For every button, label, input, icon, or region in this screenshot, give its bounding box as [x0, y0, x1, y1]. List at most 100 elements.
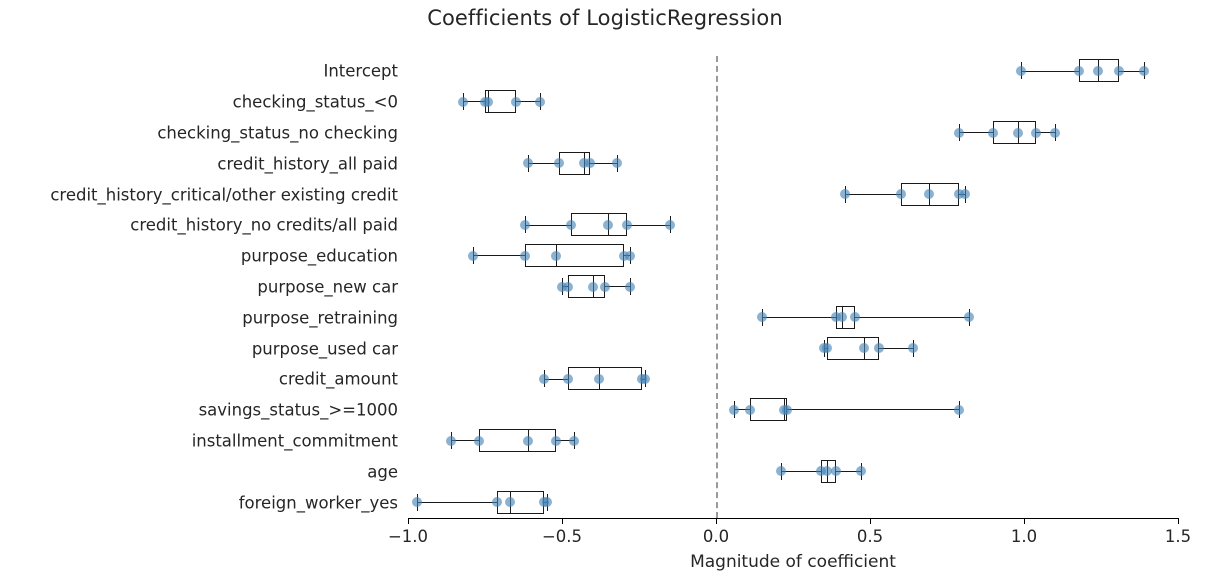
data-point: [1139, 65, 1150, 76]
whisker-low: [845, 193, 901, 195]
data-point: [855, 466, 866, 477]
x-tick-label: 0.0: [702, 527, 730, 546]
boxplot-row: [0, 303, 1210, 333]
data-point: [744, 404, 755, 415]
y-tick-label: credit_history_no credits/all paid: [130, 215, 398, 235]
y-tick-label: credit_amount: [278, 369, 398, 389]
data-point: [566, 219, 577, 230]
data-point: [624, 281, 635, 292]
data-point: [557, 281, 567, 292]
data-point: [988, 127, 999, 138]
x-tick: [408, 518, 409, 524]
data-point: [618, 250, 629, 261]
data-point: [483, 96, 494, 107]
y-tick-label: checking_status_no checking: [157, 123, 398, 143]
whisker-low: [734, 409, 750, 411]
data-point: [600, 281, 611, 292]
whisker-low: [1020, 70, 1080, 72]
boxplot-row: [0, 210, 1210, 240]
data-point: [492, 497, 503, 508]
data-point: [446, 435, 457, 446]
whisker-low: [417, 501, 498, 503]
x-tick-label: 1.5: [1164, 527, 1192, 546]
box-iqr: [568, 367, 643, 391]
y-tick-label: Intercept: [323, 61, 398, 81]
data-point: [550, 250, 561, 261]
y-tick-label: installment_commitment: [191, 431, 398, 451]
data-point: [729, 404, 740, 415]
data-point: [815, 466, 826, 477]
y-tick-label: foreign_worker_yes: [238, 493, 398, 513]
data-point: [538, 373, 549, 384]
data-point: [569, 435, 580, 446]
data-point: [504, 497, 515, 508]
data-point: [954, 127, 965, 138]
data-point: [473, 435, 484, 446]
data-point: [858, 343, 869, 354]
boxplot-row: [0, 180, 1210, 210]
boxplot-row: [0, 334, 1210, 364]
data-point: [603, 219, 614, 230]
box-iqr: [571, 213, 627, 237]
data-point: [520, 219, 531, 230]
data-point: [587, 281, 598, 292]
data-point: [1092, 65, 1103, 76]
data-point: [467, 250, 478, 261]
data-point: [895, 189, 906, 200]
x-tick: [870, 518, 871, 524]
boxplot-row: [0, 488, 1210, 518]
whisker-low: [959, 132, 994, 134]
data-point: [1012, 127, 1023, 138]
data-point: [954, 189, 965, 200]
data-point: [520, 250, 531, 261]
data-point: [757, 312, 768, 323]
data-point: [908, 343, 919, 354]
x-tick: [1024, 518, 1025, 524]
whisker-low: [472, 255, 526, 257]
x-tick: [716, 518, 717, 524]
y-tick-label: age: [367, 462, 398, 482]
whisker-high: [879, 347, 914, 349]
x-tick-label: 1.0: [1010, 527, 1038, 546]
box-iqr: [826, 336, 880, 360]
boxplot-row: [0, 56, 1210, 86]
y-tick-label: savings_status_>=1000: [198, 400, 398, 420]
x-tick-label: −0.5: [541, 527, 583, 546]
y-tick-label: checking_status_<0: [232, 92, 398, 112]
whisker-high: [854, 316, 969, 318]
boxplot-row: [0, 457, 1210, 487]
data-point: [553, 158, 564, 169]
data-point: [458, 96, 469, 107]
box-iqr: [478, 429, 556, 452]
data-point: [541, 497, 552, 508]
data-point: [821, 343, 832, 354]
boxplot-row: [0, 241, 1210, 271]
boxplot-row: [0, 395, 1210, 425]
x-tick: [562, 518, 563, 524]
x-tick-label: −1.0: [387, 527, 429, 546]
data-point: [831, 466, 842, 477]
data-point: [523, 158, 534, 169]
x-axis-line: [408, 518, 1178, 519]
x-tick: [1178, 518, 1179, 524]
whisker-high: [836, 470, 861, 472]
data-point: [849, 312, 860, 323]
data-point: [1049, 127, 1060, 138]
whisker-low: [543, 378, 569, 380]
whisker-high: [786, 409, 960, 411]
boxplot-row: [0, 272, 1210, 302]
whisker-low: [525, 224, 572, 226]
data-point: [781, 404, 792, 415]
whisker-low: [451, 440, 479, 442]
data-point: [593, 373, 604, 384]
data-point: [612, 158, 623, 169]
data-point: [523, 435, 534, 446]
boxplot-row: [0, 364, 1210, 394]
data-point: [640, 373, 651, 384]
data-point: [960, 189, 971, 200]
data-point: [775, 466, 786, 477]
data-point: [578, 158, 589, 169]
box-iqr: [525, 244, 624, 268]
